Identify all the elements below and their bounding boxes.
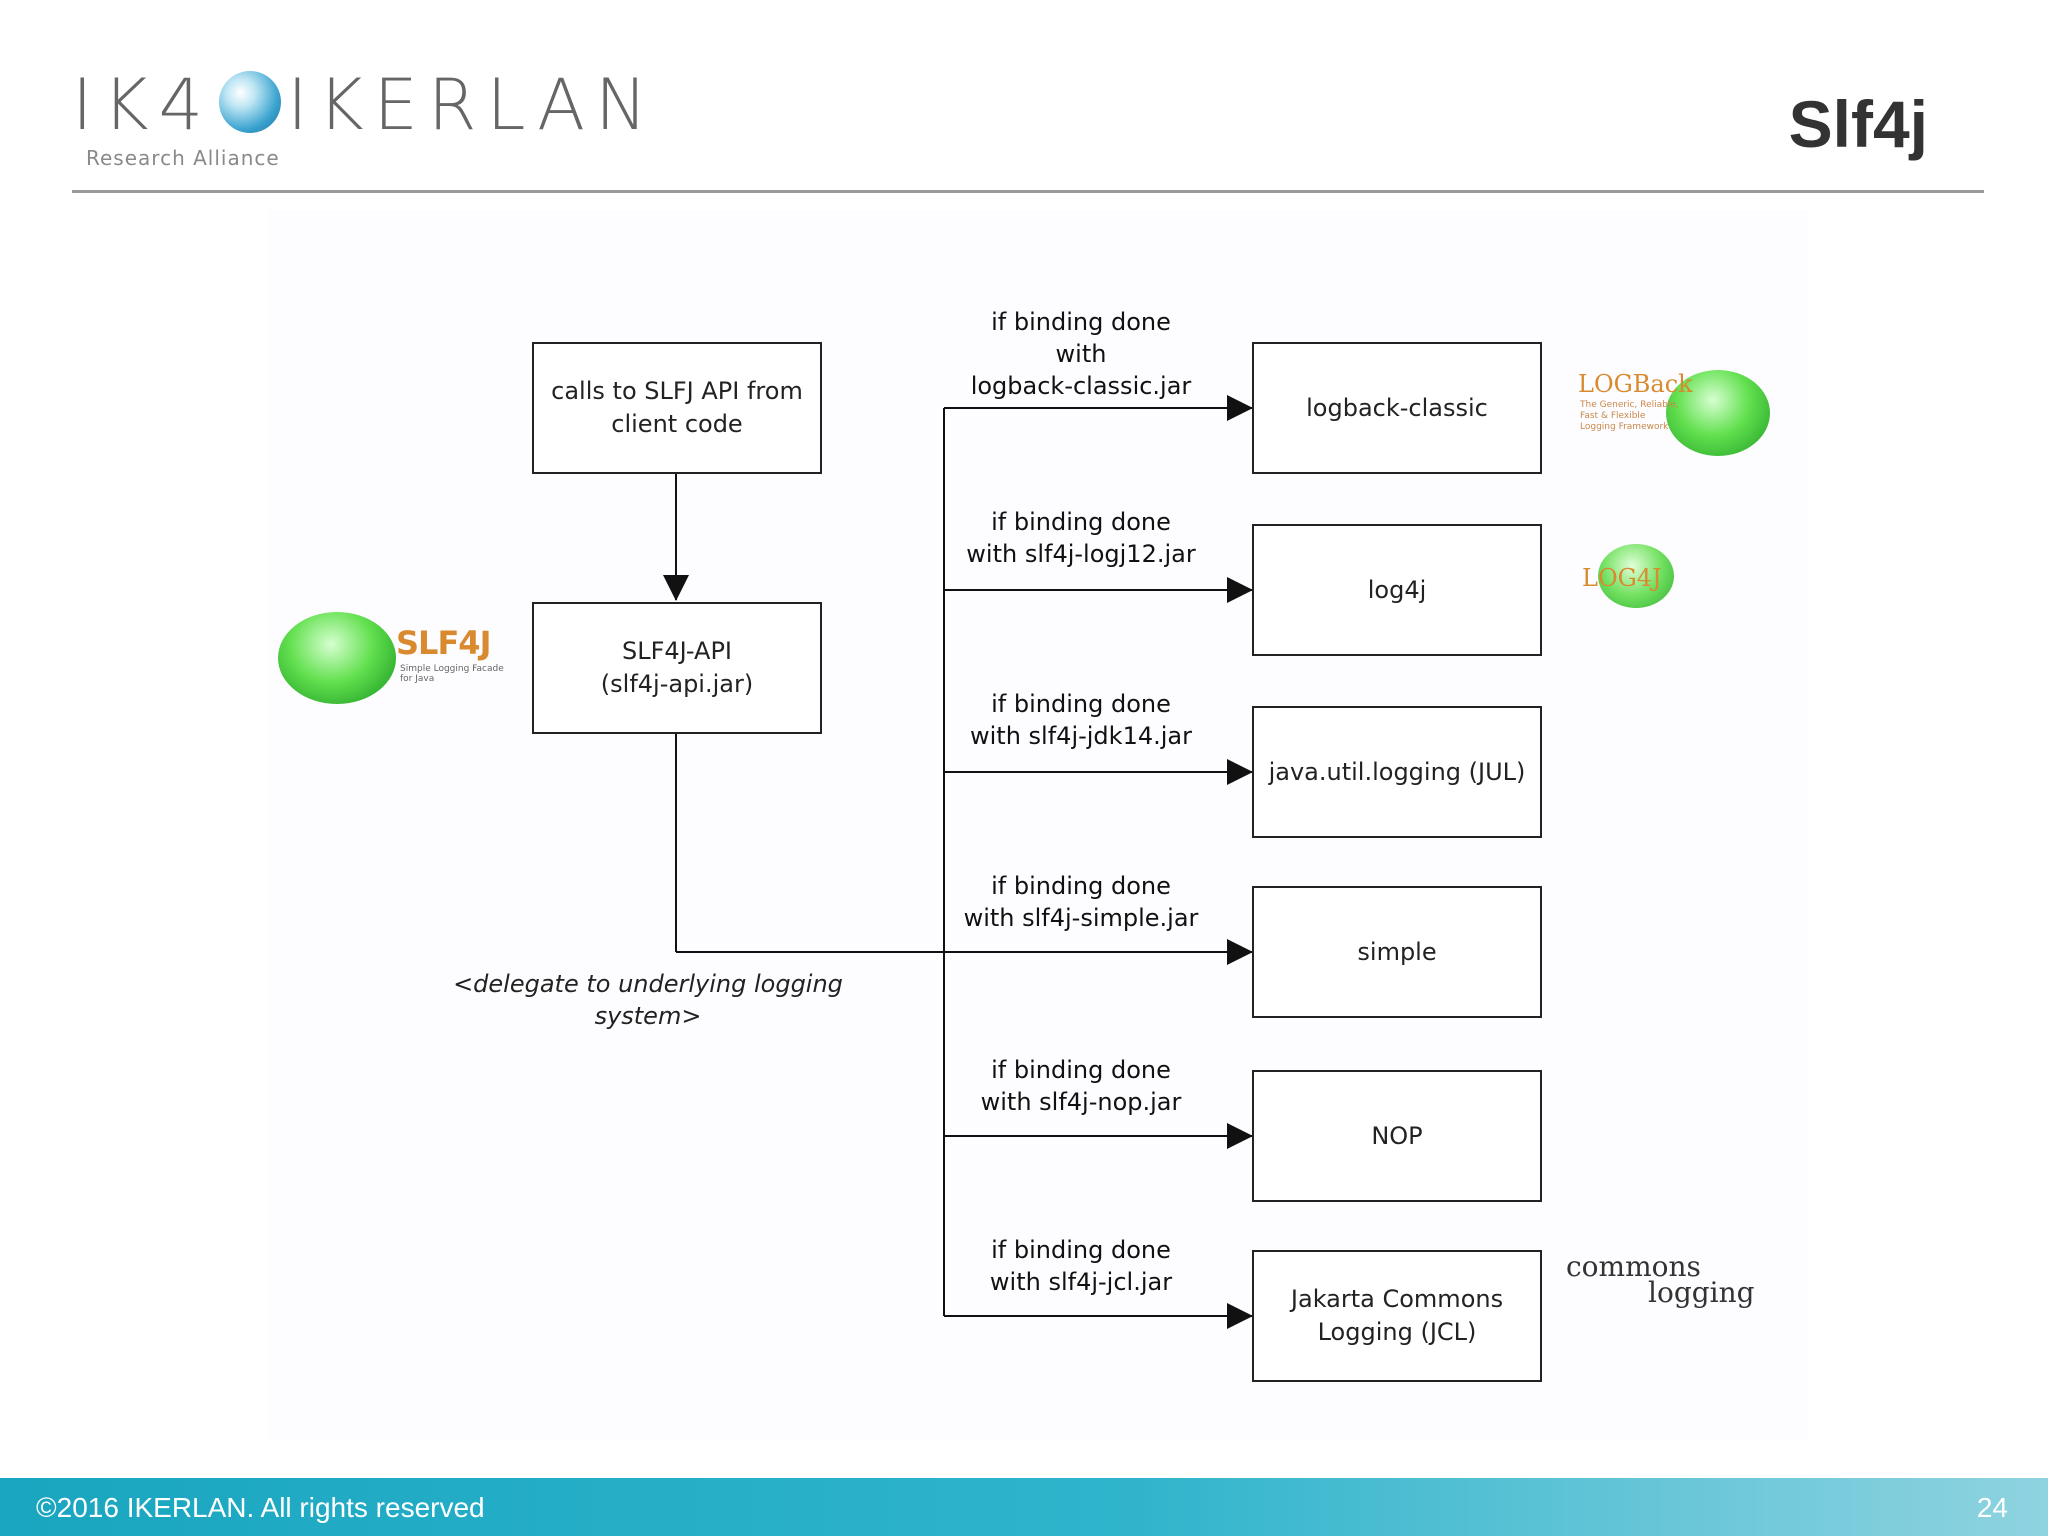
logo-tagline: Research Alliance — [86, 146, 280, 170]
slf4j-api-label: SLF4J-API (slf4j-api.jar) — [600, 637, 754, 698]
log4j-logo: LOG4J — [1576, 540, 1706, 624]
teacup-icon — [1666, 370, 1770, 456]
target-box-jul: java.util.logging (JUL) — [1252, 706, 1542, 838]
commons-logo-line2: logging — [1648, 1276, 1755, 1309]
slf4j-logo-text: SLF4J — [396, 624, 491, 662]
client-code-box: calls to SLFJ API from client code — [532, 342, 822, 474]
target-label: simple — [1357, 937, 1437, 966]
edge-label-logback: if binding done with logback-classic.jar — [970, 308, 1192, 400]
logo-name: IKERLAN — [287, 64, 658, 146]
logo-sphere-icon — [219, 71, 282, 133]
delegate-note: <delegate to underlying logging system> — [453, 970, 843, 1030]
edge-label-nop: if binding done with slf4j-nop.jar — [980, 1056, 1182, 1116]
page-number: 24 — [1976, 1492, 2008, 1523]
title-divider — [72, 190, 1984, 193]
edge-label-jul: if binding done with slf4j-jdk14.jar — [970, 690, 1192, 750]
target-box-logback: logback-classic — [1252, 342, 1542, 474]
logback-logo: LOGBack The Generic, Reliable, Fast & Fl… — [1574, 360, 1774, 460]
slf4j-logo-subtitle: Simple Logging Facade for Java — [400, 664, 504, 684]
teacup-icon — [278, 612, 396, 704]
teacup-icon — [1598, 544, 1674, 608]
footer-bar: ©2016 IKERLAN. All rights reserved 24 — [0, 1478, 2048, 1536]
commons-logo-line1: commons — [1566, 1250, 1701, 1283]
edge-label-log4j: if binding done with slf4j-logj12.jar — [966, 508, 1196, 568]
target-box-log4j: log4j — [1252, 524, 1542, 656]
logback-logo-subtitle: The Generic, Reliable, Fast & Flexible L… — [1580, 400, 1679, 432]
logo-prefix: IK4 — [72, 64, 214, 146]
logback-logo-text: LOGBack — [1578, 370, 1693, 398]
target-box-nop: NOP — [1252, 1070, 1542, 1202]
edge-label-jcl: if binding done with slf4j-jcl.jar — [989, 1236, 1173, 1296]
slf4j-binding-diagram: calls to SLFJ API from client code SLF4J… — [268, 210, 1808, 1440]
diagram-wires — [663, 395, 1253, 1329]
log4j-logo-text: LOG4J — [1582, 564, 1662, 592]
target-label: log4j — [1367, 575, 1427, 604]
slf4j-logo: SLF4J Simple Logging Facade for Java — [272, 600, 512, 720]
target-label: java.util.logging (JUL) — [1268, 757, 1526, 786]
target-label: NOP — [1371, 1121, 1423, 1150]
target-box-jcl: Jakarta Commons Logging (JCL) — [1252, 1250, 1542, 1382]
commons-logging-logo: commons logging — [1566, 1250, 1756, 1320]
target-box-simple: simple — [1252, 886, 1542, 1018]
client-code-label: calls to SLFJ API from client code — [551, 377, 803, 438]
slide-title: Slf4j — [1788, 87, 1928, 161]
target-label: Jakarta Commons Logging (JCL) — [1290, 1285, 1504, 1346]
target-label: logback-classic — [1306, 393, 1488, 422]
footer-copyright: ©2016 IKERLAN. All rights reserved — [36, 1492, 485, 1523]
slf4j-api-box: SLF4J-API (slf4j-api.jar) — [532, 602, 822, 734]
edge-label-simple: if binding done with slf4j-simple.jar — [963, 872, 1199, 932]
